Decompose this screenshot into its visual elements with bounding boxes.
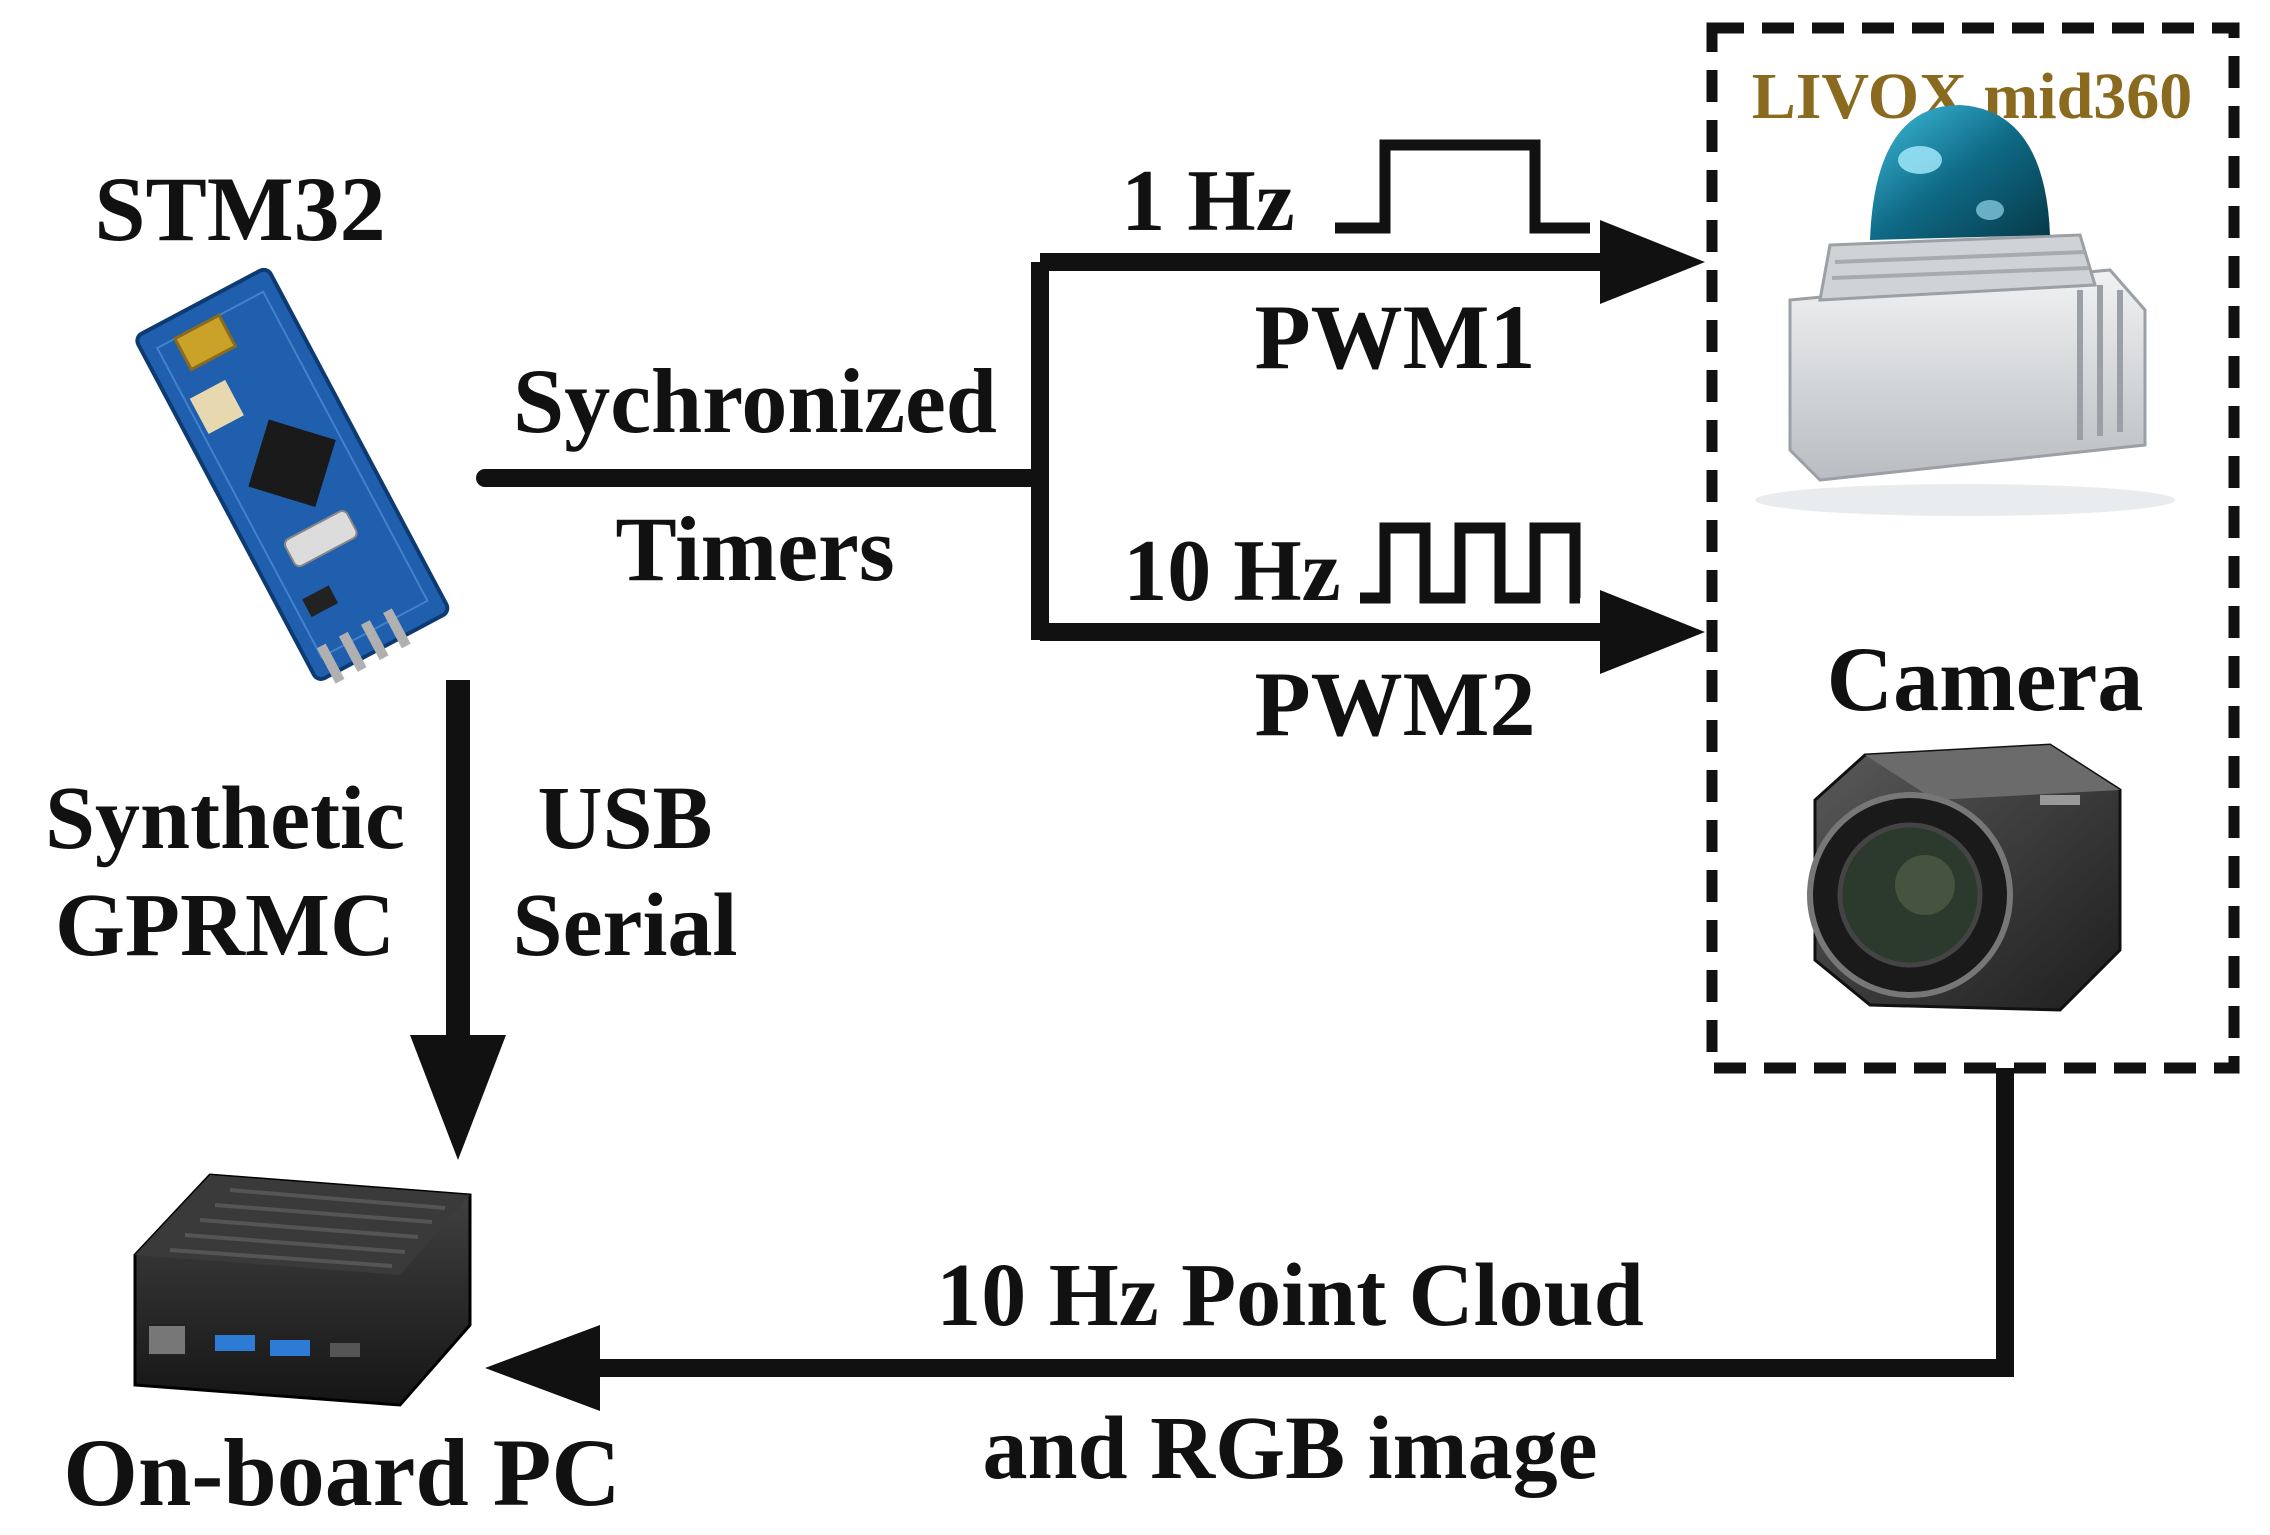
stm32-label: STM32 (94, 158, 385, 260)
output-arrow-line (590, 1068, 2014, 1377)
output-arrowhead (485, 1325, 600, 1411)
pwm1-arrowhead (1600, 220, 1705, 304)
output-label-line1: 10 Hz Point Cloud (936, 1246, 1644, 1345)
sensor-group-box (1706, 22, 2240, 1074)
pwm1-label: PWM1 (1254, 286, 1535, 388)
camera-label: Camera (1827, 628, 2144, 730)
synthetic-label-line1: Synthetic (45, 769, 405, 868)
camera-icon (1807, 743, 2122, 1012)
hz1-label: 1 Hz (1121, 153, 1295, 250)
usb-label-line2: Serial (513, 876, 738, 975)
lidar-icon (1755, 105, 2175, 516)
synthetic-label-line2: GPRMC (55, 876, 395, 975)
pwm2-label: PWM2 (1254, 653, 1535, 755)
onboard-pc-label: On-board PC (63, 1419, 620, 1526)
usb-arrowhead (410, 1035, 506, 1160)
hz10-label: 10 Hz (1123, 523, 1341, 620)
onboard-pc-icon (133, 1173, 472, 1407)
pwm2-arrowhead (1600, 590, 1705, 674)
output-label-line2: and RGB image (982, 1399, 1597, 1498)
stm32-board-icon (135, 267, 450, 684)
pulse-10hz-icon (1360, 522, 1581, 604)
sync-label-line2: Timers (615, 498, 894, 600)
pulse-1hz-icon (1335, 139, 1590, 234)
usb-label-line1: USB (537, 769, 712, 868)
sync-label-line1: Sychronized (513, 350, 997, 452)
